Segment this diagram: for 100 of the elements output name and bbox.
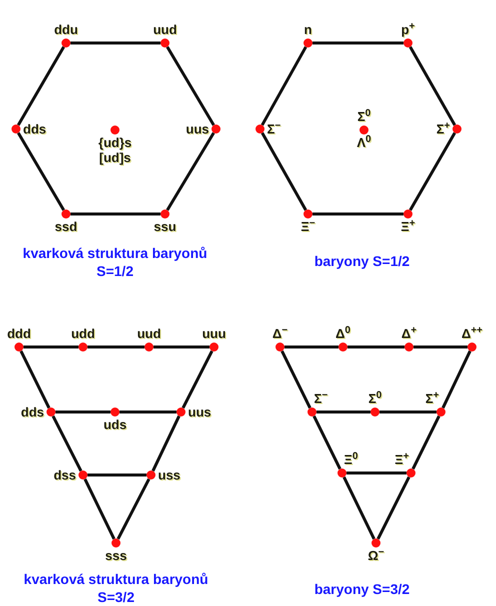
state-point bbox=[404, 342, 414, 352]
particle-label: Δ$^{0}$ bbox=[336, 326, 350, 341]
connector-line bbox=[20, 350, 50, 409]
particle-label: ssu bbox=[154, 219, 176, 234]
connector-line bbox=[56, 410, 110, 414]
particle-label: {ud}s bbox=[98, 135, 132, 150]
state-point bbox=[338, 342, 348, 352]
particle-label: udd bbox=[71, 326, 95, 341]
particle-label: n bbox=[304, 22, 312, 37]
connector-line bbox=[16, 132, 66, 211]
connector-line bbox=[312, 415, 342, 470]
state-point bbox=[406, 468, 416, 478]
state-point bbox=[212, 124, 220, 134]
state-point bbox=[78, 342, 88, 352]
connector-line bbox=[182, 350, 214, 409]
connector-line bbox=[88, 474, 146, 476]
particle-label: p$^{+}$ bbox=[401, 22, 415, 37]
state-point bbox=[112, 538, 120, 548]
particle-label: uds bbox=[103, 417, 127, 432]
particle-label: Σ$^{−}$ bbox=[314, 391, 328, 406]
particle-label: Σ$^{0}$ bbox=[368, 391, 382, 406]
particle-label: uss bbox=[158, 468, 180, 482]
state-point bbox=[372, 538, 380, 548]
connector-line bbox=[408, 132, 456, 211]
connector-line bbox=[260, 46, 308, 126]
state-point bbox=[370, 408, 380, 416]
diagram-caption: baryony S=3/2 bbox=[313, 580, 411, 598]
state-point bbox=[110, 126, 120, 134]
connector-line bbox=[346, 472, 406, 474]
connector-line bbox=[166, 132, 215, 211]
particle-label: uud bbox=[137, 326, 161, 341]
state-point bbox=[468, 342, 476, 352]
connector-line bbox=[116, 478, 150, 540]
state-point bbox=[12, 124, 20, 134]
state-point bbox=[110, 408, 120, 416]
state-point bbox=[436, 408, 446, 416]
connector-line bbox=[120, 410, 176, 414]
connector-line bbox=[412, 415, 440, 470]
connector-line bbox=[70, 42, 160, 44]
state-point bbox=[404, 210, 412, 218]
state-point bbox=[176, 408, 186, 416]
connector-line bbox=[408, 46, 456, 126]
diagram-caption: kvarková struktura baryonů S=1/2 bbox=[22, 244, 208, 280]
state-point bbox=[144, 342, 154, 352]
particle-label: Ξ$^{−}$ bbox=[300, 219, 316, 234]
particle-label: ddu bbox=[54, 22, 78, 37]
particle-label: Λ$^{0}$ bbox=[356, 135, 372, 150]
particle-label: Δ$^{++}$ bbox=[461, 326, 483, 341]
particle-label: Σ$^{−}$ bbox=[267, 122, 281, 136]
state-point bbox=[308, 408, 316, 416]
connector-line bbox=[260, 132, 308, 211]
state-point bbox=[78, 470, 88, 480]
diagram-caption: kvarková struktura baryonů S=3/2 bbox=[22, 570, 210, 606]
particle-label: uuu bbox=[202, 326, 226, 341]
connector-line bbox=[166, 46, 215, 126]
state-point bbox=[256, 124, 264, 134]
connector-line bbox=[154, 346, 210, 348]
particle-label: [ud]s bbox=[99, 150, 131, 165]
particle-label: dss bbox=[54, 468, 76, 482]
particle-label: Ξ$^{+}$ bbox=[400, 219, 416, 234]
connector-line bbox=[284, 346, 338, 348]
particle-label: Ω$^{−}$ bbox=[368, 548, 384, 563]
particle-label: dds bbox=[20, 404, 44, 420]
state-point bbox=[46, 408, 56, 416]
particle-label: Σ$^{0}$ bbox=[357, 109, 371, 124]
connector-line bbox=[52, 415, 82, 472]
state-point bbox=[338, 468, 346, 478]
connector-line bbox=[380, 410, 436, 414]
state-point bbox=[62, 38, 70, 48]
connector-line bbox=[88, 346, 144, 348]
connector-line bbox=[414, 346, 468, 348]
state-point bbox=[452, 124, 462, 134]
particle-label: Δ$^{−}$ bbox=[272, 326, 288, 341]
connector-line bbox=[316, 410, 370, 414]
state-point bbox=[62, 210, 70, 218]
state-point bbox=[160, 38, 170, 48]
particle-label: Ξ$^{0}$ bbox=[344, 452, 358, 467]
connector-line bbox=[16, 46, 66, 126]
particle-label: uus bbox=[188, 404, 212, 420]
state-point bbox=[304, 210, 312, 218]
connector-line bbox=[84, 478, 116, 540]
connector-line bbox=[312, 42, 404, 44]
state-point bbox=[210, 342, 218, 352]
particle-label: sss bbox=[105, 548, 127, 563]
state-point bbox=[160, 210, 170, 218]
connector-line bbox=[442, 350, 472, 409]
particle-label: Δ$^{+}$ bbox=[401, 326, 417, 341]
state-point bbox=[146, 470, 156, 480]
diagram-caption: baryony S=1/2 bbox=[313, 252, 411, 270]
particle-label: ssd bbox=[54, 219, 78, 234]
particle-label: dds bbox=[23, 122, 46, 136]
particle-label: Ξ$^{+}$ bbox=[394, 452, 409, 467]
particle-label: Σ$^{+}$ bbox=[425, 391, 439, 406]
connector-line bbox=[152, 415, 180, 472]
particle-label: uus bbox=[186, 122, 209, 136]
connector-line bbox=[70, 212, 160, 216]
connector-line bbox=[312, 212, 404, 216]
state-point bbox=[304, 38, 312, 48]
connector-line bbox=[376, 476, 410, 540]
particle-label: ddd bbox=[7, 326, 31, 341]
